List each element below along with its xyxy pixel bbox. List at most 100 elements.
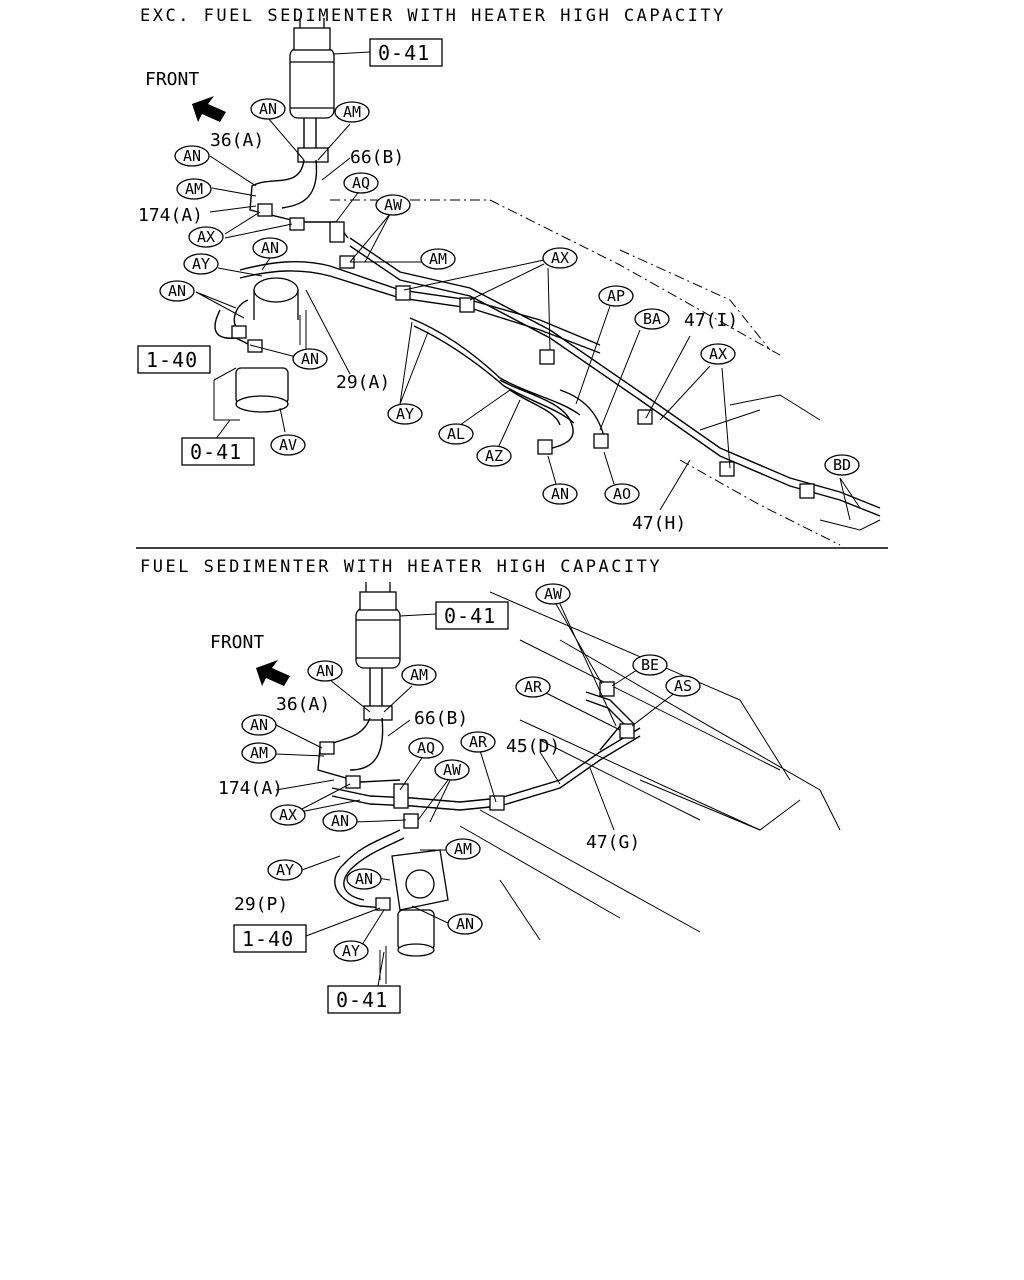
callout: AR [515, 676, 551, 698]
leaders-bottom [273, 603, 677, 987]
svg-text:0-41: 0-41 [444, 604, 496, 628]
svg-text:AM: AM [410, 666, 428, 684]
svg-text:AW: AW [443, 761, 462, 779]
sedimenter-bottom [379, 849, 449, 984]
svg-text:AY: AY [342, 942, 360, 960]
svg-text:BA: BA [643, 310, 661, 328]
callout: AN [346, 868, 382, 890]
svg-text:AN: AN [331, 812, 349, 830]
callout: AV [270, 434, 306, 456]
callout: AN [252, 237, 288, 259]
svg-text:AL: AL [447, 425, 465, 443]
callout: AQ [343, 172, 379, 194]
svg-text:AM: AM [429, 250, 447, 268]
callout: AM [420, 248, 456, 270]
svg-text:AW: AW [384, 196, 403, 214]
front-label: FRONT [210, 632, 264, 653]
svg-text:AN: AN [250, 716, 268, 734]
callout: AN [542, 483, 578, 505]
svg-text:AN: AN [301, 350, 319, 368]
callout: BA [634, 308, 670, 330]
callout: AX [270, 804, 306, 826]
section-title: EXC. FUEL SEDIMENTER WITH HEATER HIGH CA… [140, 6, 726, 26]
callout: AY [183, 253, 219, 275]
svg-text:AN: AN [259, 100, 277, 118]
ref-box-0-41-bottom[interactable]: 0-41 [181, 437, 255, 466]
callout: AN [159, 280, 195, 302]
fuel-lines-bottom [317, 591, 841, 941]
part-label: 174(A) [138, 205, 203, 226]
svg-text:0-41: 0-41 [336, 988, 388, 1012]
callout: AY [333, 940, 369, 962]
callout: AM [334, 101, 370, 123]
svg-text:AW: AW [544, 585, 563, 603]
svg-text:AV: AV [279, 436, 297, 454]
svg-text:AN: AN [168, 282, 186, 300]
callout: AO [604, 483, 640, 505]
callout: AW [434, 759, 470, 781]
leaders-top [195, 51, 861, 521]
part-label: 66(B) [414, 708, 468, 729]
callout: BD [824, 454, 860, 476]
svg-text:AQ: AQ [352, 174, 370, 192]
part-label: 36(A) [210, 130, 264, 151]
part-label: 47(I) [684, 310, 738, 331]
sedimenter-top [213, 277, 307, 421]
callout: AX [188, 226, 224, 248]
callout: AP [598, 285, 634, 307]
svg-text:AX: AX [197, 228, 215, 246]
callout: AW [375, 194, 411, 216]
fuel-filter-bottom [355, 582, 401, 721]
ref-box-1-40-top[interactable]: 1-40 [137, 345, 211, 374]
svg-text:AY: AY [396, 405, 414, 423]
callout: AM [176, 178, 212, 200]
svg-text:0-41: 0-41 [378, 41, 430, 65]
svg-text:AN: AN [456, 915, 474, 933]
svg-text:AP: AP [607, 287, 625, 305]
callout: AN [250, 98, 286, 120]
clips-bottom [319, 681, 635, 911]
part-label: 29(A) [336, 372, 390, 393]
callout: AM [445, 838, 481, 860]
svg-text:AN: AN [261, 239, 279, 257]
part-label: 36(A) [276, 694, 330, 715]
svg-text:AY: AY [276, 861, 294, 879]
svg-text:BD: BD [833, 456, 851, 474]
section-top: EXC. FUEL SEDIMENTER WITH HEATER HIGH CA… [137, 6, 881, 546]
part-label: 29(P) [234, 894, 288, 915]
part-label: 47(G) [586, 832, 640, 853]
part-label: 47(H) [632, 513, 686, 534]
svg-text:AN: AN [551, 485, 569, 503]
ref-box-0-41-bottom[interactable]: 0-41 [327, 985, 401, 1014]
svg-text:AN: AN [355, 870, 373, 888]
front-label: FRONT [145, 69, 199, 90]
fuel-filter-top [289, 18, 335, 163]
ref-box-0-41-top[interactable]: 0-41 [435, 601, 509, 630]
front-arrow-icon [256, 660, 290, 686]
callout: AM [241, 742, 277, 764]
part-label: 45(D) [506, 736, 560, 757]
front-arrow-icon [192, 96, 226, 122]
callout: AN [241, 714, 277, 736]
callout: AN [174, 145, 210, 167]
svg-text:AX: AX [551, 249, 569, 267]
svg-text:BE: BE [641, 656, 659, 674]
callout: AW [535, 583, 571, 605]
svg-text:AM: AM [343, 103, 361, 121]
section-title: FUEL SEDIMENTER WITH HEATER HIGH CAPACIT… [140, 557, 662, 577]
svg-text:AM: AM [454, 840, 472, 858]
section-bottom: FUEL SEDIMENTER WITH HEATER HIGH CAPACIT… [140, 557, 841, 1014]
ref-box-0-41-top[interactable]: 0-41 [369, 38, 443, 67]
svg-text:AO: AO [613, 485, 631, 503]
svg-text:1-40: 1-40 [146, 348, 198, 372]
callout: BE [632, 654, 668, 676]
callout: AN [307, 660, 343, 682]
svg-text:AS: AS [674, 677, 692, 695]
svg-text:AX: AX [709, 345, 727, 363]
callout: AX [700, 343, 736, 365]
callout: AQ [408, 737, 444, 759]
callout: AR [460, 731, 496, 753]
ref-box-1-40[interactable]: 1-40 [233, 924, 307, 953]
callout: AZ [476, 445, 512, 467]
